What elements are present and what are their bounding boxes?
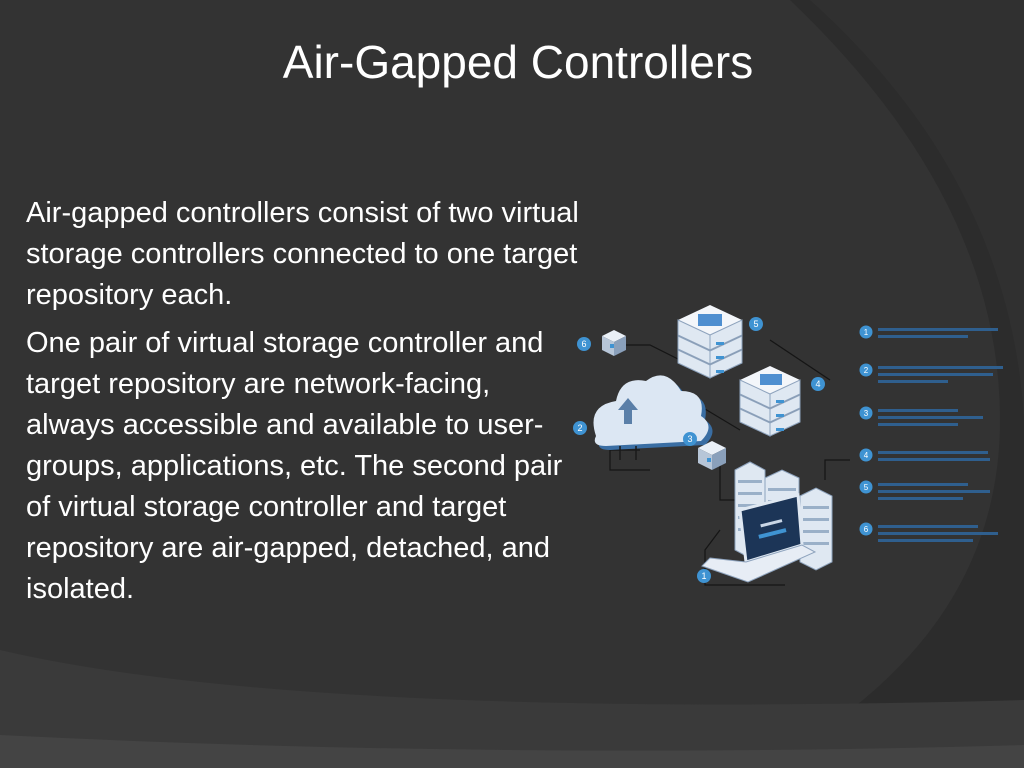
badge-1: 1 bbox=[701, 571, 706, 581]
cube-icon bbox=[698, 441, 726, 470]
legend-text-lines bbox=[878, 328, 1003, 542]
body-text: Air-gapped controllers consist of two vi… bbox=[26, 193, 586, 617]
legend-number-4: 4 bbox=[864, 451, 869, 460]
badge-4: 4 bbox=[815, 379, 820, 389]
badge-5: 5 bbox=[753, 319, 758, 329]
paragraph-1: Air-gapped controllers consist of two vi… bbox=[26, 197, 579, 311]
slide-title: Air-Gapped Controllers bbox=[282, 36, 754, 88]
storage-illustration: 6 2 3 5 4 1 1 2 3 4 5 6 bbox=[573, 305, 1003, 586]
legend-number-6: 6 bbox=[864, 525, 869, 534]
legend-number-3: 3 bbox=[864, 409, 869, 418]
badge-6: 6 bbox=[581, 339, 586, 349]
legend-number-5: 5 bbox=[864, 483, 869, 492]
diagram-legend: 1 2 3 4 5 6 bbox=[859, 325, 873, 536]
cube-icon bbox=[602, 330, 626, 356]
badge-3: 3 bbox=[687, 434, 692, 444]
legend-number-2: 2 bbox=[864, 366, 869, 375]
laptop-icon bbox=[701, 493, 817, 583]
badge-2: 2 bbox=[577, 423, 582, 433]
paragraph-2: One pair of virtual storage controller a… bbox=[26, 327, 563, 605]
server-stack-icon bbox=[677, 305, 743, 379]
legend-number-1: 1 bbox=[864, 328, 869, 337]
cloud-upload-icon bbox=[593, 375, 713, 460]
diagram-badges: 6 2 3 5 4 1 bbox=[573, 317, 825, 583]
server-stack-icon bbox=[739, 366, 801, 437]
